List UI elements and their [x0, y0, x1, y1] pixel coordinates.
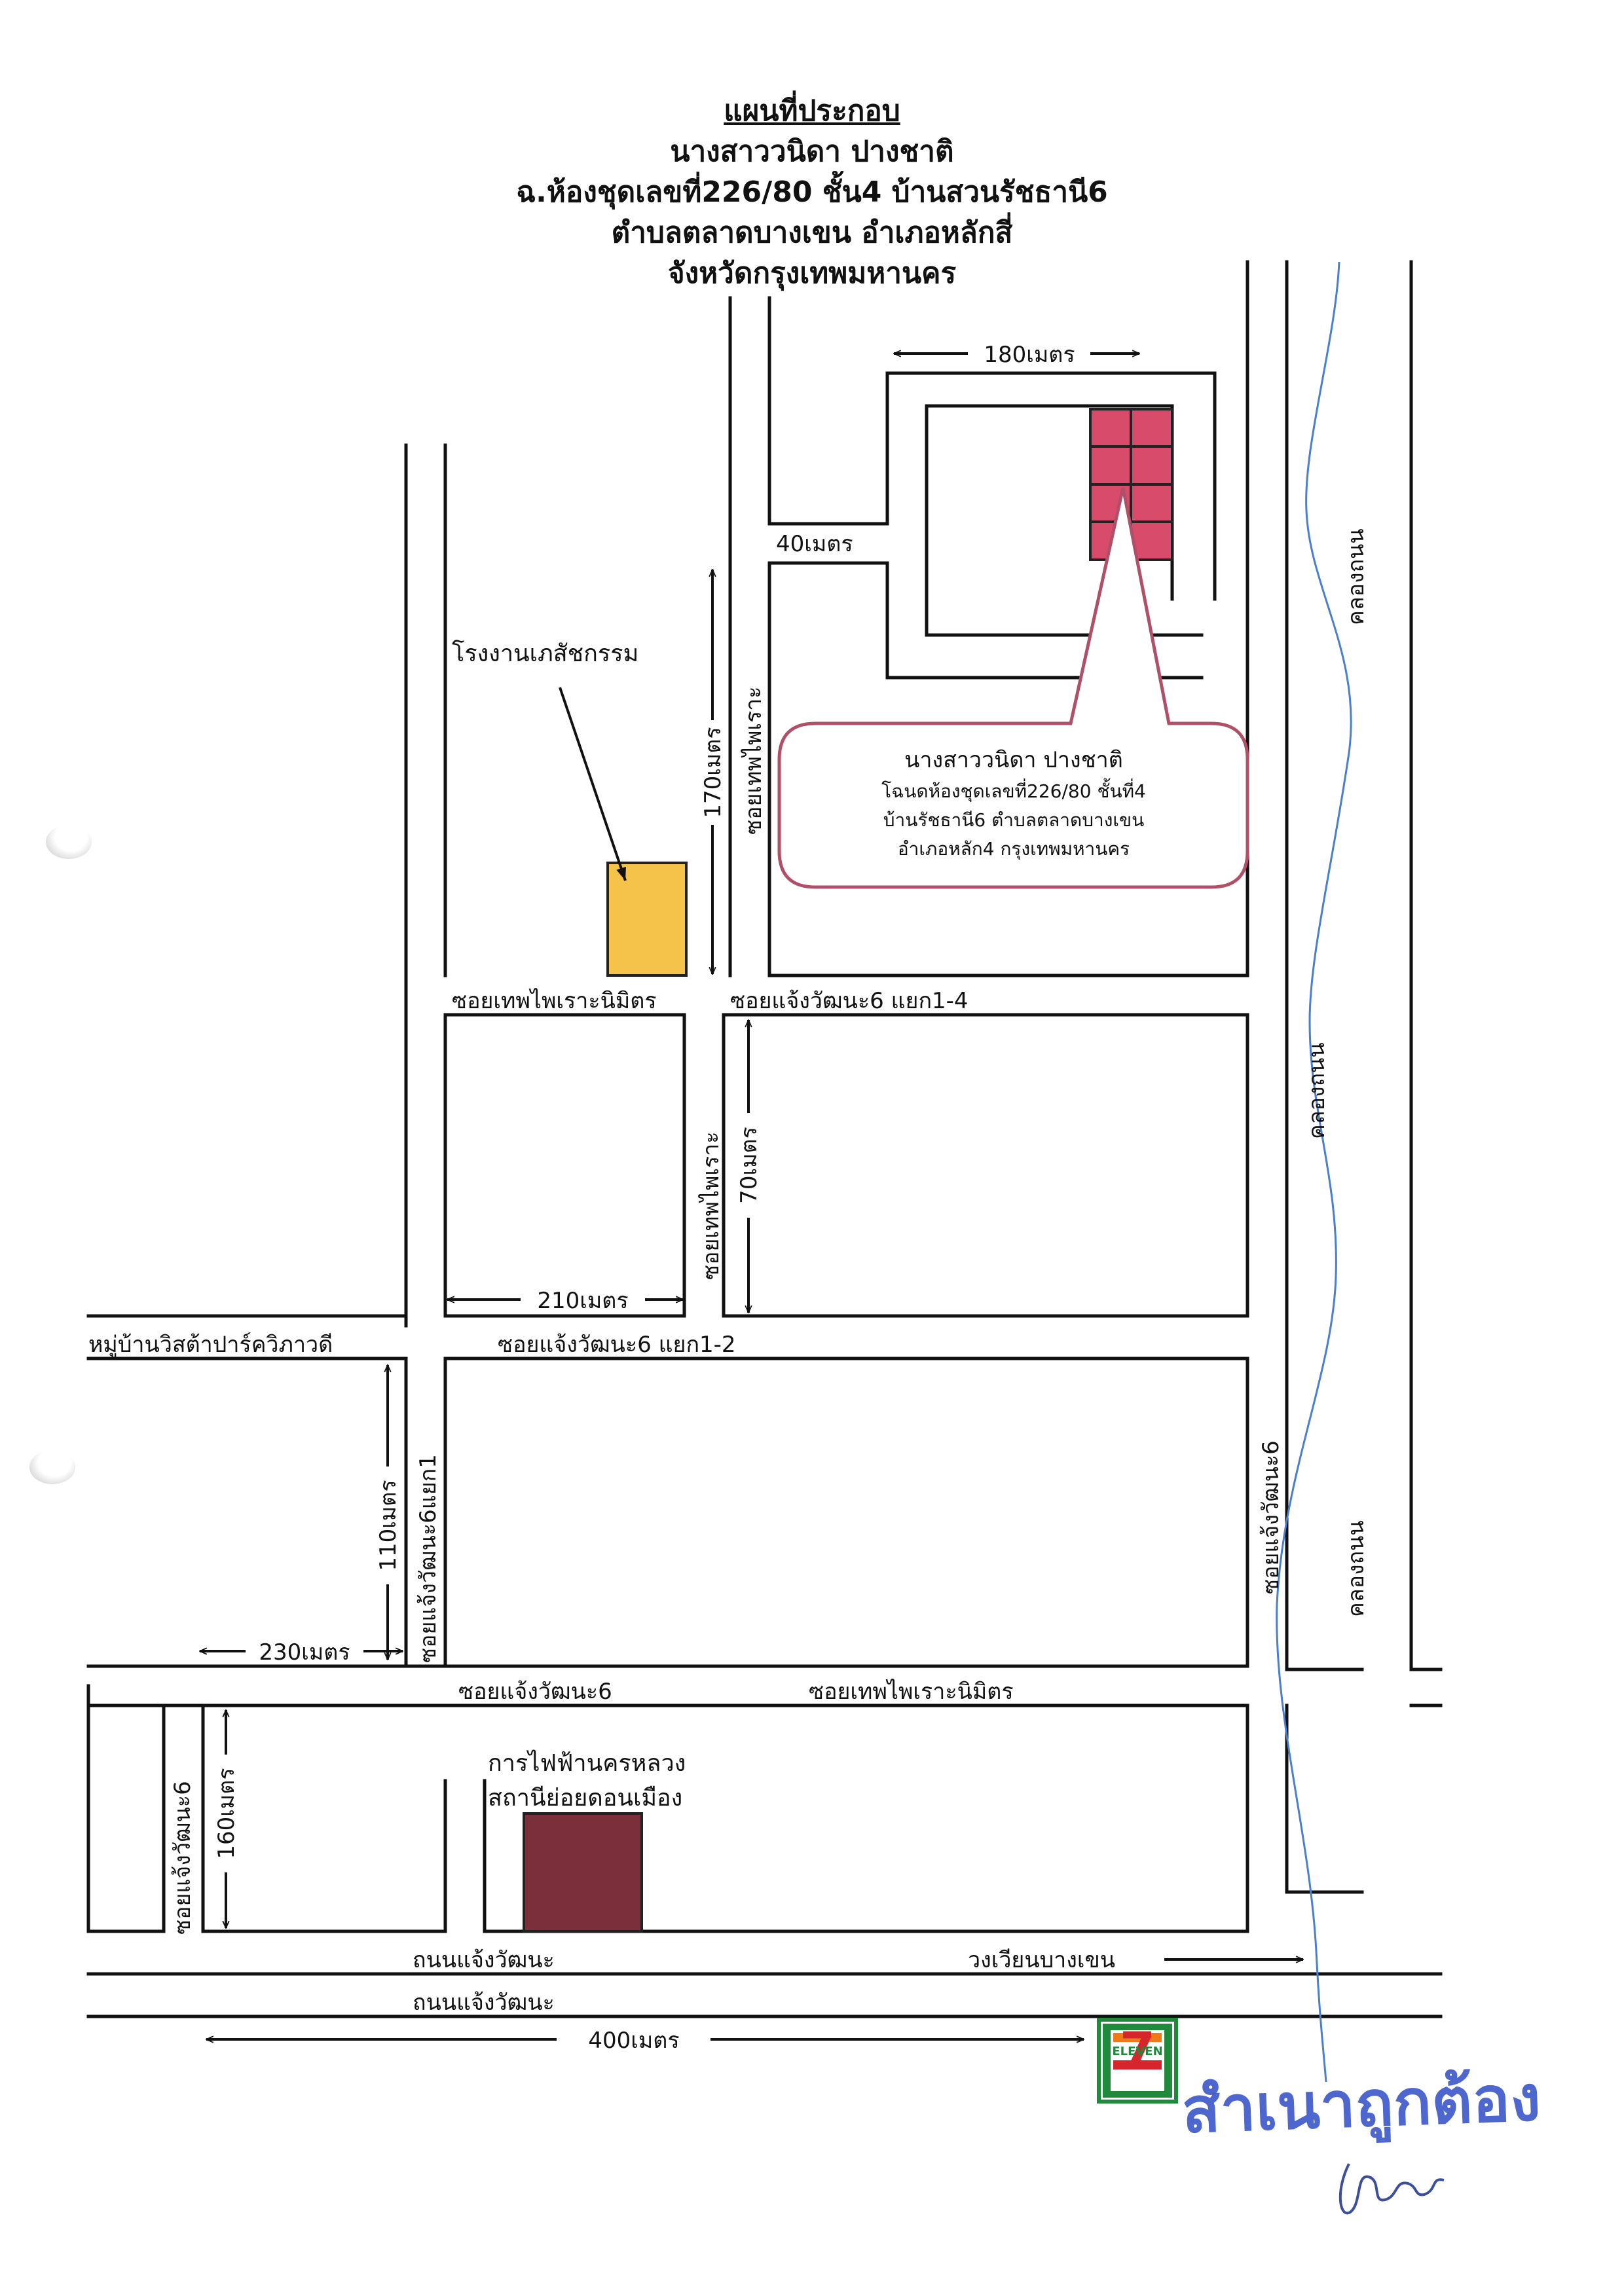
seven-eleven-logo-icon: 7 ELEVEN [1097, 2018, 1178, 2104]
distance-70: 70เมตร [736, 1020, 762, 1313]
road-edge [767, 260, 1249, 977]
road-edge [483, 1704, 1249, 1933]
street-label: ถนนแจ้งวัฒนะ [413, 1990, 555, 2016]
deed-line: ฉ.ห้องชุดเลขที่226/80 ชั้น4 บ้านสวนรัชธา… [516, 175, 1108, 209]
road-edge [767, 371, 1217, 601]
street-label: ถนนแจ้งวัฒนะ [413, 1947, 555, 1973]
province-line: จังหวัดกรุงเทพมหานคร [667, 257, 957, 290]
distance-110: 110เมตร [375, 1365, 401, 1660]
street-label-vertical: ซอยแจ้งวัฒนะ6 [1258, 1440, 1284, 1594]
canal-label: คลองถนน [1343, 1520, 1369, 1617]
street-label-vertical: ซอยเทพไพเราะ [741, 686, 767, 835]
street-label: ซอยแจ้งวัฒนะ6 [458, 1679, 612, 1705]
seven-digit: 7 [1120, 2022, 1155, 2081]
road-edge [1285, 1704, 1364, 1894]
substation-label-2: สถานีย่อยดอนเมือง [488, 1785, 682, 1812]
owner-name: นางสาววนิดา ปางชาติ [670, 135, 954, 168]
street-label-vertical: ซอยแจ้งวัฒนะ6แยก1 [415, 1454, 441, 1663]
road-edge [201, 1704, 447, 1933]
distance-label: 70เมตร [736, 1127, 762, 1204]
distance-label: 170เมตร [700, 727, 726, 818]
punch-hole-icon [29, 1450, 75, 1484]
distance-230: 230เมตร [200, 1639, 403, 1666]
punch-hole-icon [46, 825, 92, 859]
distance-label: 160เมตร [213, 1768, 240, 1859]
signature-icon [1338, 2163, 1445, 2215]
canal-label: คลองถนน [1343, 528, 1369, 625]
block-mid-right [722, 1013, 1249, 1318]
distance-210: 210เมตร [447, 1288, 683, 1314]
distance-170: 170เมตร [700, 570, 726, 974]
distance-160: 160เมตร [213, 1710, 240, 1928]
block-lower [443, 1357, 1249, 1668]
block-bottom-left [86, 1704, 166, 1933]
street-label-vertical: ซอยแจ้งวัฒนะ6 [170, 1781, 196, 1935]
factory-building [606, 862, 688, 977]
road-edge [86, 1357, 408, 1668]
subdistrict-line: ตำบลตลาดบางเขน อำเภอหลักสี่ [611, 216, 1013, 249]
certified-copy-stamp: สำเนาถูกต้อง [1181, 2061, 1542, 2150]
canal-line [1276, 261, 1352, 2083]
callout-deed: โฉนดห้องชุดเลขที่226/80 ชั้นที่4 [881, 778, 1146, 803]
factory-label: โรงงานเภสัชกรรม [452, 640, 638, 667]
callout-province: อำเภอหลัก4 กรุงเทพมหานคร [898, 838, 1130, 860]
street-label: ซอยแจ้งวัฒนะ6 แยก1-4 [730, 988, 969, 1014]
substation-building [523, 1812, 643, 1933]
map-title: แผนที่ประกอบ [0, 92, 1624, 131]
factory-pointer-arrow [559, 687, 627, 881]
road-network [86, 260, 1443, 2018]
eleven-word: ELEVEN [1112, 2045, 1162, 2058]
distance-label: 180เมตร [984, 342, 1075, 368]
street-label-vertical: ซอยเทพไพเราะ [698, 1131, 724, 1280]
distance-label: 210เมตร [537, 1288, 628, 1314]
street-label: ซอยเทพไพเราะนิมิตร [809, 1679, 1014, 1705]
block-mid-left [443, 1013, 686, 1318]
distance-label: 110เมตร [375, 1480, 401, 1571]
callout-subdistrict: บ้านรัชธานี6 ตำบลตลาดบางเขน [883, 809, 1144, 831]
canal-label: คลองถนน [1304, 1042, 1330, 1139]
village-label: หมู่บ้านวิสต้าปาร์ควิภาวดี [88, 1332, 333, 1358]
distance-180: 180เมตร [894, 342, 1139, 368]
address-callout [777, 487, 1249, 889]
callout-owner: นางสาววนิดา ปางชาติ [904, 747, 1123, 773]
street-label: วงเวียนบางเขน [968, 1947, 1115, 1973]
street-label: ซอยเทพไพเราะนิมิตร [452, 988, 657, 1014]
distance-label: 40เมตร [776, 531, 853, 557]
street-label: ซอยแจ้งวัฒนะ6 แยก1-2 [498, 1332, 736, 1358]
distance-label: 230เมตร [259, 1639, 350, 1666]
distance-label: 400เมตร [588, 2028, 679, 2054]
substation-label-1: การไฟฟ้านครหลวง [488, 1749, 686, 1777]
map-title-text: แผนที่ประกอบ [724, 94, 900, 128]
distance-400: 400เมตร [206, 2028, 1084, 2054]
